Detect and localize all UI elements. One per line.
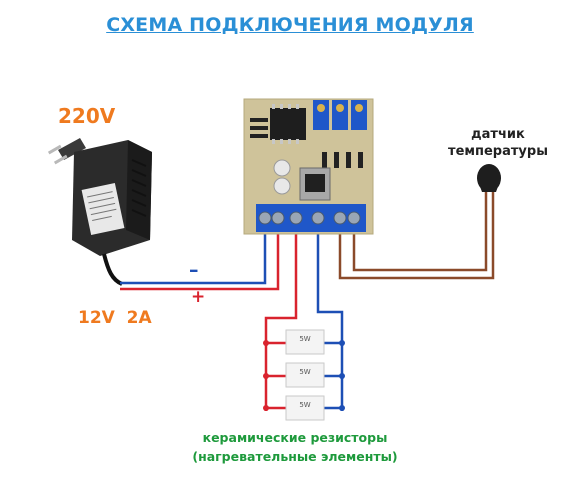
resistor-2 [285, 362, 325, 388]
led-1 [273, 159, 291, 177]
sensor-wire-1 [338, 190, 495, 280]
adapter-plug-icon [58, 138, 86, 160]
svg-text:5W: 5W [299, 368, 310, 376]
resistors-caption-line1: керамические резисторы [202, 430, 388, 445]
sensor-label-line2: температуры [448, 144, 548, 159]
wire-junctions [263, 340, 345, 411]
power-adapter [47, 138, 152, 286]
negative-wire [120, 220, 267, 285]
adapter-cable [102, 253, 123, 286]
plug-pin-bottom [53, 154, 68, 165]
resistor-positive-wire [264, 220, 298, 411]
svg-text:5W: 5W [299, 401, 310, 409]
ceramic-resistors: 5W 5W 5W [285, 329, 325, 421]
screw-terminal-block [256, 204, 366, 232]
resistor-3 [285, 395, 325, 421]
resistors-caption: керамические резисторы (нагревательные э… [150, 428, 440, 466]
sensor-wires [338, 190, 495, 280]
sensor-label-line1: датчик [471, 127, 525, 142]
diagram-title: СХЕМА ПОДКЛЮЧЕНИЯ МОДУЛЯ [106, 14, 474, 36]
positive-polarity-label: + [191, 287, 206, 307]
positive-wire [120, 220, 280, 291]
sensor-wire-2 [352, 190, 488, 272]
negative-polarity-label: – [189, 259, 199, 281]
sensor-label: датчик температуры [438, 126, 558, 160]
trimmer-potentiometers [313, 100, 367, 130]
temperature-sensor [477, 164, 501, 192]
resistors-caption-line2: (нагревательные элементы) [192, 449, 398, 464]
svg-text:5W: 5W [299, 335, 310, 343]
supply-wires [120, 220, 280, 291]
led-2 [273, 177, 291, 195]
adapter-side [126, 140, 152, 240]
resistor-1 [285, 329, 325, 355]
resistor-negative-wire [316, 220, 344, 411]
mains-voltage-label: 220V [58, 104, 116, 128]
pin-headers [250, 118, 363, 168]
supply-output-label: 12V 2A [78, 308, 152, 328]
plug-pin-top [47, 144, 62, 155]
controller-module [243, 98, 374, 235]
chip-ic [270, 108, 306, 140]
